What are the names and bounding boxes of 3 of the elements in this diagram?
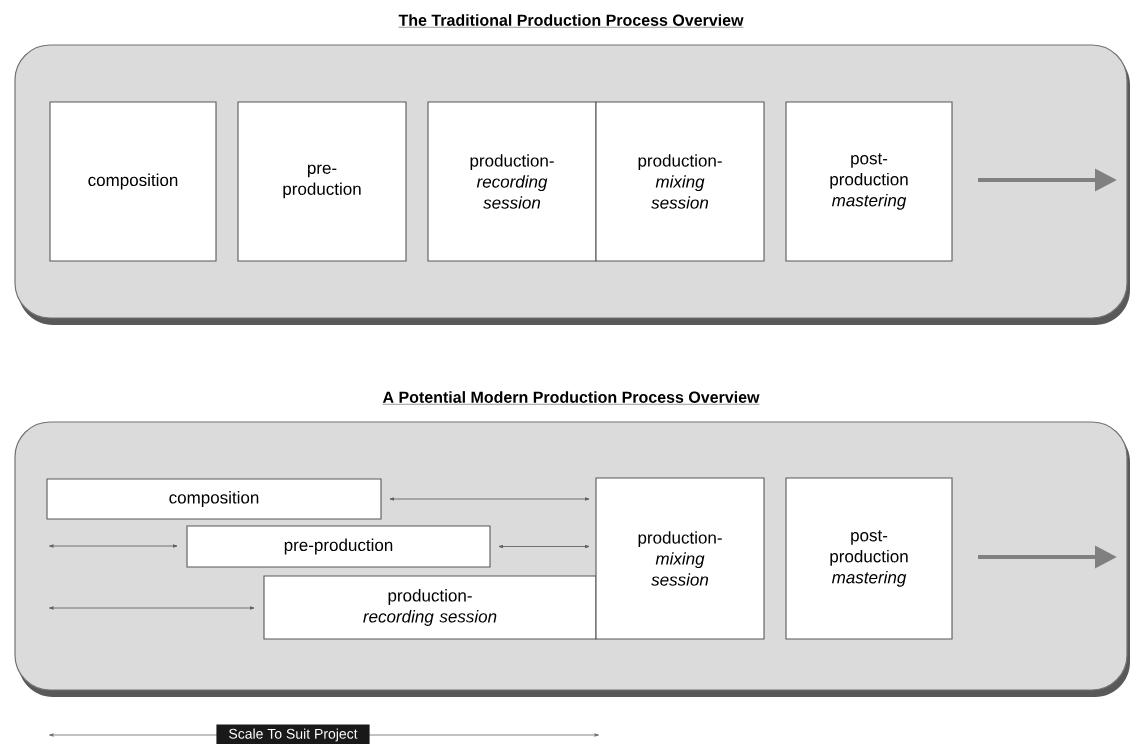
panel-title: A Potential Modern Production Process Overview xyxy=(382,391,760,405)
scale-label: Scale To Suit Project xyxy=(216,724,370,744)
panel-title: The Traditional Production Process Overview xyxy=(398,14,744,28)
